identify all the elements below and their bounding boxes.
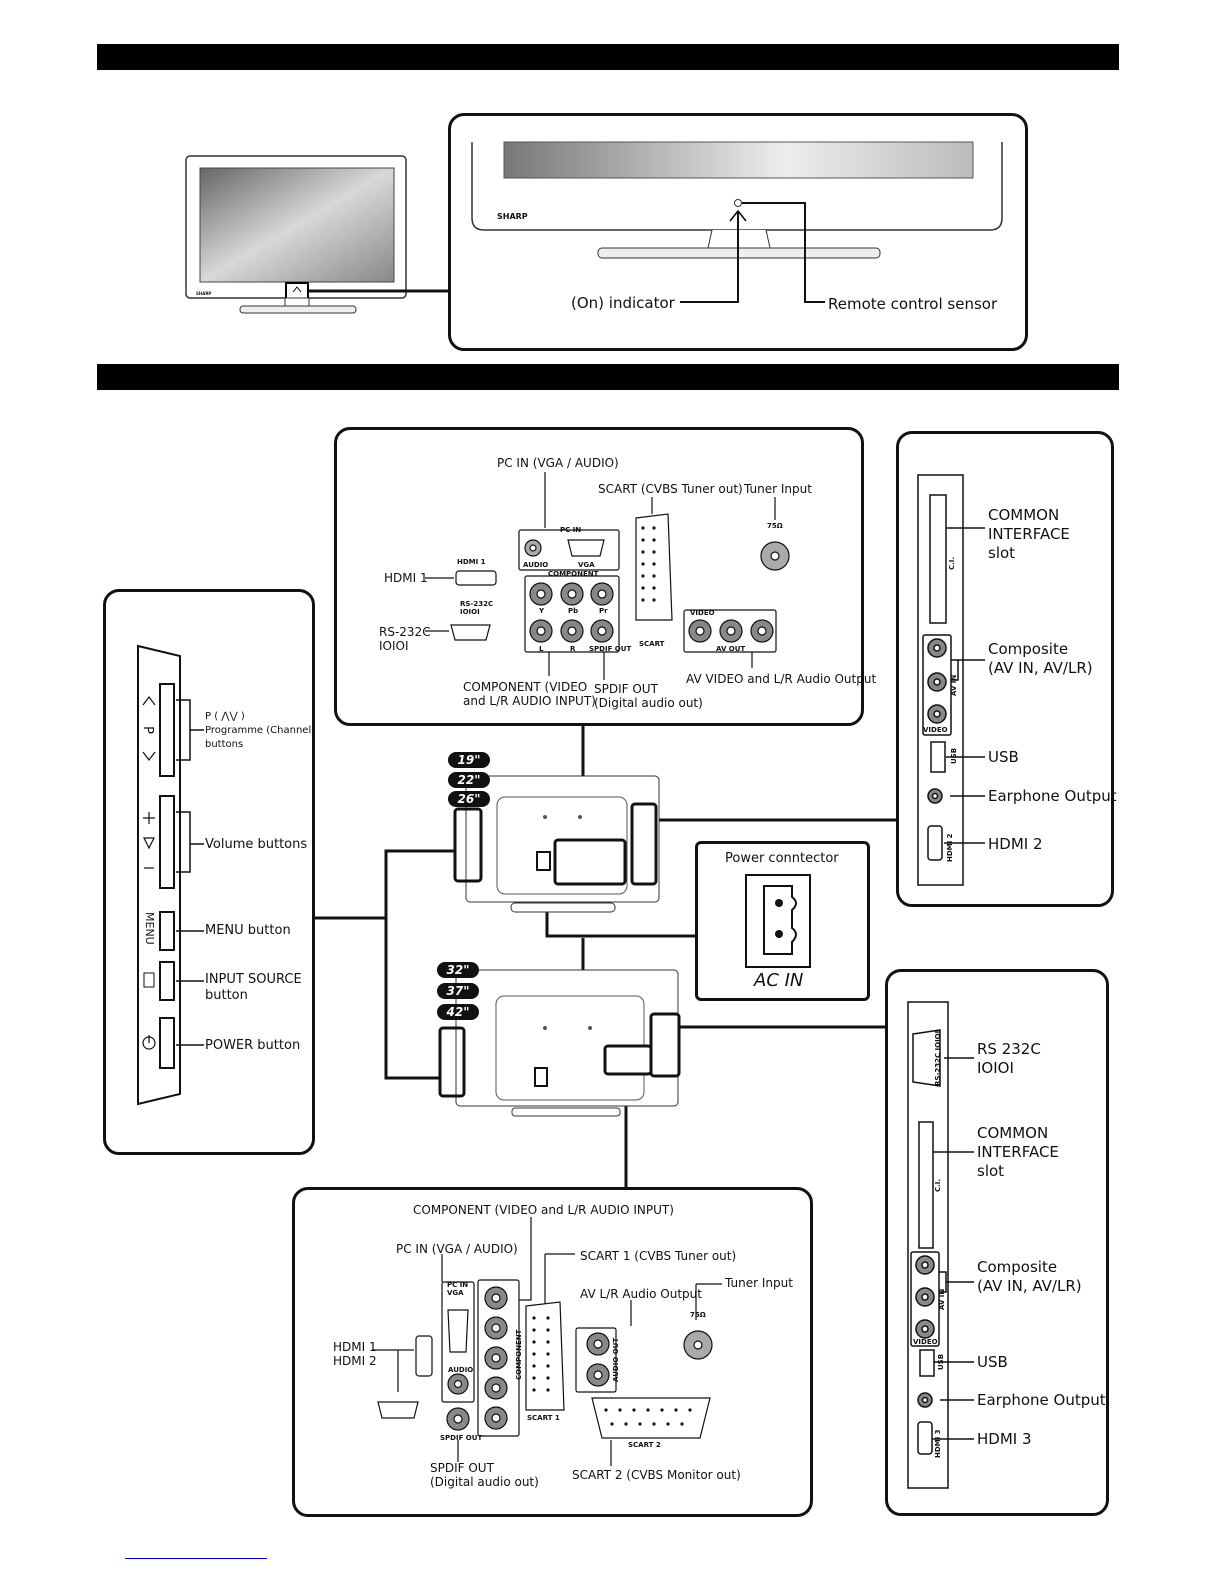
front-zoom-panel — [448, 113, 1028, 351]
rear-tv-large — [438, 969, 681, 1117]
t-large-scart2: SCART 2 — [628, 1441, 661, 1449]
av-out-label: AV VIDEO and L/R Audio Output — [686, 672, 877, 686]
t-y: Y — [539, 607, 545, 615]
t-hdmi3-large: HDMI 3 — [934, 1429, 942, 1458]
large-scart2-label: SCART 2 (CVBS Monitor out) — [572, 1468, 741, 1482]
size-badge-26: 26" — [448, 791, 490, 807]
t-ci-large: C.I. — [934, 1178, 942, 1192]
side-buttons-panel — [103, 589, 315, 1155]
on-indicator-label: (On) indicator — [571, 294, 675, 312]
p-glyph: P — [139, 726, 155, 734]
t-rs232: RS-232C IOIOI — [460, 600, 494, 616]
t-ci-small: C.I. — [948, 556, 956, 570]
large-pc-in-label: PC IN (VGA / AUDIO) — [396, 1242, 518, 1256]
t-avin-small: AV IN — [950, 674, 958, 696]
large-spdif-label: SPDIF OUT (Digital audio out) — [430, 1461, 539, 1489]
menu-button-label: MENU button — [205, 923, 291, 938]
large-hdmi3-label: HDMI 3 — [977, 1430, 1032, 1448]
tuner-input-label: Tuner Input — [744, 482, 812, 496]
composite-label: Composite (AV IN, AV/LR) — [988, 640, 1093, 677]
size-badge-19: 19" — [448, 752, 490, 768]
component-label: COMPONENT (VIDEO and L/R AUDIO INPUT) — [463, 680, 596, 708]
brand-logo: SHARP — [497, 212, 528, 221]
hdmi1-label: HDMI 1 — [384, 571, 428, 585]
footer-link-underline — [125, 1558, 267, 1559]
t-video-large: VIDEO — [913, 1338, 938, 1346]
t-vga: VGA — [578, 561, 595, 569]
t-large-component: COMPONENT — [515, 1329, 523, 1380]
size-badge-37: 37" — [437, 983, 479, 999]
ci-slot-label: COMMON INTERFACE slot — [988, 506, 1070, 562]
large-composite-label: Composite (AV IN, AV/LR) — [977, 1258, 1082, 1295]
power-connector-title: Power conntector — [725, 851, 839, 866]
section-header-bar-1 — [97, 44, 1119, 70]
menu-glyph: MENU — [143, 912, 156, 945]
t-pr: Pr — [599, 607, 608, 615]
large-rs232-label: RS 232C IOIOI — [977, 1040, 1041, 1077]
size-badge-22: 22" — [448, 772, 490, 788]
t-audio: AUDIO — [523, 561, 549, 569]
large-earphone-label: Earphone Output — [977, 1391, 1106, 1409]
input-source-label: INPUT SOURCE button — [205, 972, 302, 1003]
t-pb: Pb — [568, 607, 579, 615]
t-spdif: SPDIF OUT — [589, 645, 632, 653]
pc-in-label: PC IN (VGA / AUDIO) — [497, 456, 619, 470]
spdif-label: SPDIF OUT (Digital audio out) — [594, 682, 703, 710]
t-video: VIDEO — [690, 609, 715, 617]
t-scart: SCART — [639, 640, 665, 648]
t-large-spdif: SPDIF OUT — [440, 1434, 483, 1442]
t-75: 75Ω — [767, 522, 783, 530]
t-usb-small: USB — [950, 747, 958, 764]
rs232-label: RS-232C IOIOI — [379, 625, 431, 653]
large-scart1-label: SCART 1 (CVBS Tuner out) — [580, 1249, 737, 1263]
t-large-audioout: AUDIO OUT — [612, 1337, 620, 1382]
t-pcin: PC IN — [560, 526, 582, 534]
scart-label: SCART (CVBS Tuner out) — [598, 482, 743, 496]
t-video-small: VIDEO — [923, 726, 948, 734]
hdmi2-label: HDMI 2 — [988, 835, 1043, 853]
large-component-label: COMPONENT (VIDEO and L/R AUDIO INPUT) — [413, 1203, 674, 1217]
t-avin-large: AV IN — [938, 1288, 946, 1310]
brand-logo-small: SHARP — [196, 291, 212, 296]
t-large-pcin: PC IN VGA — [447, 1281, 469, 1297]
size-badge-42: 42" — [437, 1004, 479, 1020]
t-large-scart1: SCART 1 — [527, 1414, 560, 1422]
large-hdmi-label: HDMI 1 HDMI 2 — [333, 1340, 377, 1368]
size-badge-32: 32" — [437, 962, 479, 978]
large-usb-label: USB — [977, 1353, 1008, 1371]
ac-in-label: AC IN — [754, 970, 804, 991]
t-rs232-large: RS-232C IOIOI — [934, 1030, 942, 1086]
power-button-label: POWER button — [205, 1038, 301, 1053]
large-tuner-label: Tuner Input — [725, 1276, 793, 1290]
t-usb-large: USB — [937, 1353, 945, 1370]
section-header-bar-2 — [97, 364, 1119, 390]
t-component: COMPONENT — [548, 570, 599, 578]
t-avout: AV OUT — [716, 645, 746, 653]
earphone-label: Earphone Output — [988, 787, 1117, 805]
large-ci-label: COMMON INTERFACE slot — [977, 1124, 1059, 1180]
t-hdmi: HDMI 1 — [457, 558, 486, 566]
front-tv-small — [185, 155, 449, 314]
rear-tv-small — [453, 775, 660, 913]
t-hdmi2-small: HDMI 2 — [946, 833, 954, 862]
t-l: L — [539, 645, 544, 653]
volume-buttons-label: Volume buttons — [205, 837, 308, 852]
t-large-75: 75Ω — [690, 1311, 706, 1319]
usb-label: USB — [988, 748, 1019, 766]
t-large-audio: AUDIO — [448, 1366, 474, 1374]
remote-sensor-label: Remote control sensor — [828, 295, 998, 313]
t-r: R — [570, 645, 576, 653]
large-av-lr-label: AV L/R Audio Output — [580, 1287, 702, 1301]
p-buttons-label: P ( ⋀⋁ ) Programme (Channel) buttons — [205, 711, 316, 750]
